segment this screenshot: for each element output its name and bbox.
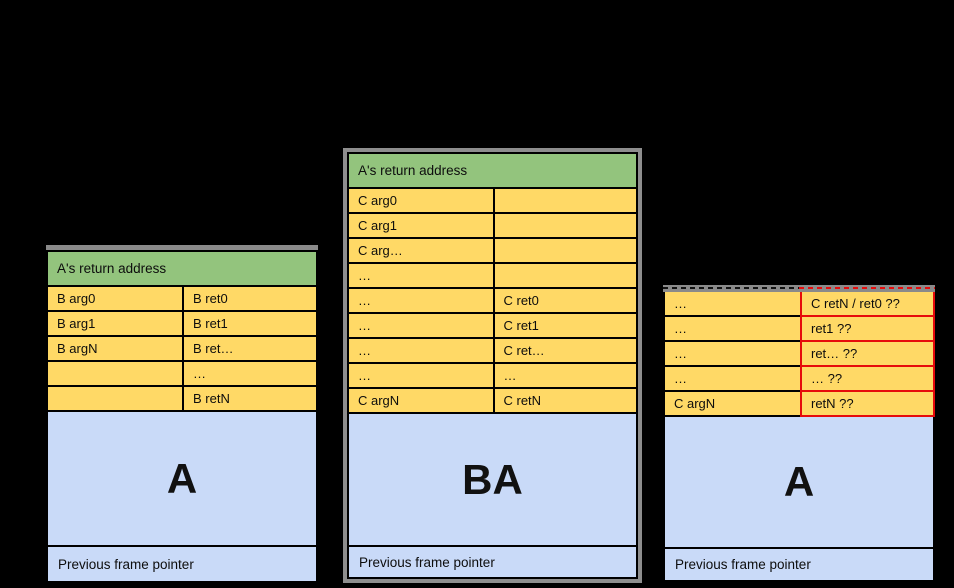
stack-cell: B argN bbox=[48, 337, 182, 362]
stack-cell: … bbox=[665, 292, 800, 317]
stack-cell: B arg0 bbox=[48, 287, 182, 312]
stack-cell: … bbox=[665, 367, 800, 392]
stack-cell bbox=[492, 264, 636, 289]
stack-cell: … bbox=[665, 317, 800, 342]
table-row: C arg1 bbox=[349, 214, 636, 239]
stack-cell bbox=[492, 189, 636, 214]
stack-frame-right: … C retN / ret0 ?? … ret1 ?? … ret… ?? …… bbox=[663, 285, 935, 582]
table-row: B argN B ret… bbox=[48, 337, 316, 362]
return-address-cell: A's return address bbox=[347, 152, 638, 189]
table-row: C argN retN ?? bbox=[665, 392, 935, 417]
stack-cell-uncertain: ret1 ?? bbox=[800, 317, 935, 342]
stack-cell-uncertain: C retN / ret0 ?? bbox=[800, 292, 935, 317]
table-row: C argN C retN bbox=[349, 389, 636, 414]
stack-cell: B ret1 bbox=[182, 312, 316, 337]
stack-cell: … bbox=[665, 342, 800, 367]
stack-cell: … bbox=[349, 264, 493, 289]
table-row: … bbox=[48, 362, 316, 387]
stack-cell: … bbox=[349, 314, 493, 339]
stack-cell: B retN bbox=[182, 387, 316, 412]
stack-cell: C argN bbox=[349, 389, 493, 414]
stack-cell: … bbox=[182, 362, 316, 387]
stack-cell-uncertain: … ?? bbox=[800, 367, 935, 392]
table-row: … bbox=[349, 264, 636, 289]
table-row: B arg1 B ret1 bbox=[48, 312, 316, 337]
table-row: B arg0 B ret0 bbox=[48, 287, 316, 312]
stack-cell: C ret… bbox=[492, 339, 636, 364]
frame-truncation-edge bbox=[46, 245, 318, 250]
stack-frame-left: A's return address B arg0 B ret0 B arg1 … bbox=[46, 245, 318, 583]
table-row: … ret… ?? bbox=[665, 342, 935, 367]
frame-body-label: A bbox=[46, 412, 318, 545]
table-row: … C ret1 bbox=[349, 314, 636, 339]
stack-cell: B ret0 bbox=[182, 287, 316, 312]
stack-cell: C arg1 bbox=[349, 214, 493, 239]
stack-cell bbox=[492, 239, 636, 264]
stack-cell-uncertain: retN ?? bbox=[800, 392, 935, 417]
table-row: … … bbox=[349, 364, 636, 389]
table-row: B retN bbox=[48, 387, 316, 412]
return-address-cell: A's return address bbox=[46, 250, 318, 287]
previous-frame-pointer-cell: Previous frame pointer bbox=[46, 545, 318, 583]
stack-cell: C argN bbox=[665, 392, 800, 417]
stack-cell bbox=[48, 387, 182, 412]
stack-cell-uncertain: ret… ?? bbox=[800, 342, 935, 367]
stack-cell: … bbox=[492, 364, 636, 389]
table-row: … C ret0 bbox=[349, 289, 636, 314]
stack-frame-middle: A's return address C arg0 C arg1 C arg… … bbox=[343, 148, 642, 583]
frame-rows: C arg0 C arg1 C arg… … … C ret0 … C ret1… bbox=[347, 189, 638, 414]
table-row: … C retN / ret0 ?? bbox=[665, 292, 935, 317]
frame-body-label: A bbox=[663, 417, 935, 547]
stack-cell: C arg… bbox=[349, 239, 493, 264]
stack-cell: C ret1 bbox=[492, 314, 636, 339]
frame-truncation-edge bbox=[663, 285, 935, 292]
frame-rows: B arg0 B ret0 B arg1 B ret1 B argN B ret… bbox=[46, 287, 318, 412]
frame-body-label: BA bbox=[347, 414, 638, 545]
table-row: … ret1 ?? bbox=[665, 317, 935, 342]
table-row: … C ret… bbox=[349, 339, 636, 364]
dashed-red-edge bbox=[799, 287, 935, 289]
stack-cell bbox=[48, 362, 182, 387]
dashed-black-edge bbox=[663, 287, 799, 289]
stack-cell: C arg0 bbox=[349, 189, 493, 214]
table-row: … … ?? bbox=[665, 367, 935, 392]
stack-cell: … bbox=[349, 289, 493, 314]
stack-cell: B arg1 bbox=[48, 312, 182, 337]
stack-cell: … bbox=[349, 339, 493, 364]
stack-cell bbox=[492, 214, 636, 239]
stack-cell: … bbox=[349, 364, 493, 389]
previous-frame-pointer-cell: Previous frame pointer bbox=[347, 545, 638, 579]
frame-rows: … C retN / ret0 ?? … ret1 ?? … ret… ?? …… bbox=[663, 292, 935, 417]
stack-cell: C ret0 bbox=[492, 289, 636, 314]
table-row: C arg0 bbox=[349, 189, 636, 214]
previous-frame-pointer-cell: Previous frame pointer bbox=[663, 547, 935, 582]
stack-cell: B ret… bbox=[182, 337, 316, 362]
stack-cell: C retN bbox=[492, 389, 636, 414]
table-row: C arg… bbox=[349, 239, 636, 264]
